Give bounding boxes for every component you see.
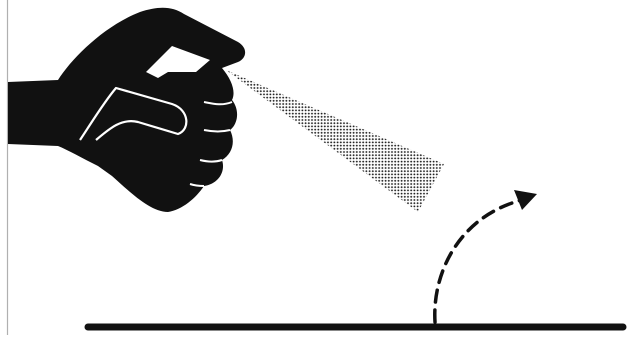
hand-icon bbox=[8, 8, 245, 212]
spray-mist-icon bbox=[226, 70, 444, 212]
upward-dashed-arrow-icon bbox=[435, 190, 537, 322]
